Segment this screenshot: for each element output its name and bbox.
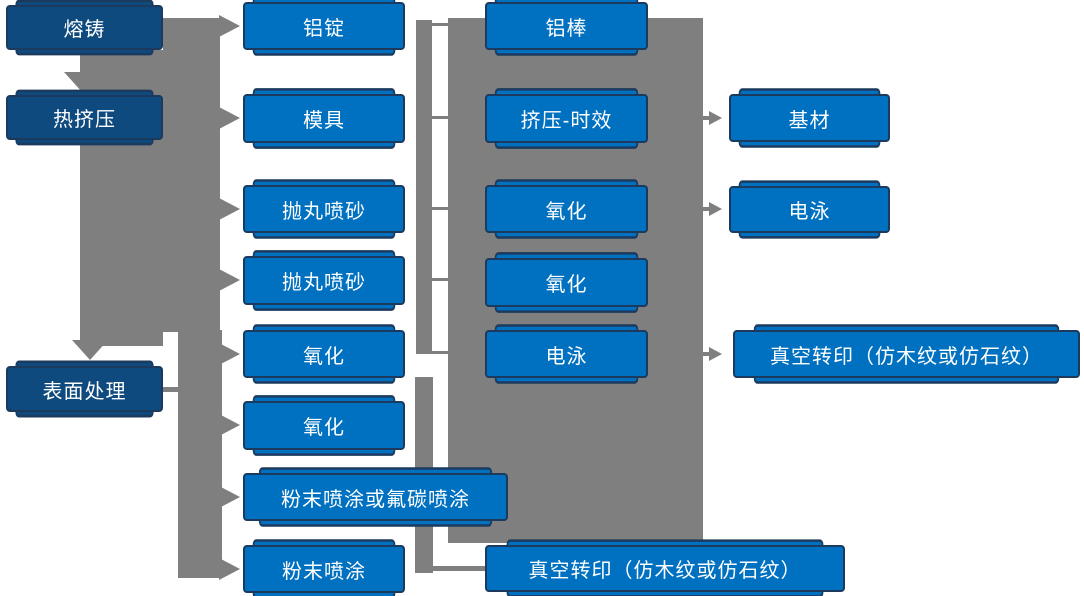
node-powder-coating: 粉末喷涂 <box>243 545 405 593</box>
arrow-right-icon <box>219 558 240 580</box>
node-electrophoresis-2: 电泳 <box>729 186 890 233</box>
arrow-right-icon <box>709 347 722 361</box>
node-melting-casting: 熔铸 <box>6 5 163 50</box>
arrow-right-icon <box>219 414 240 436</box>
node-aluminum-ingot: 铝锭 <box>243 2 405 50</box>
arrow-down-icon <box>64 72 100 92</box>
arrow-right-icon <box>709 202 722 216</box>
node-oxidation-1: 氧化 <box>243 330 405 378</box>
arrow-shaft-electrophoresis <box>703 207 711 211</box>
node-oxidation-3: 氧化 <box>485 185 648 233</box>
node-electrophoresis-1: 电泳 <box>485 330 648 378</box>
tick-row4 <box>430 278 450 281</box>
node-extrusion-aging: 挤压-时效 <box>485 94 648 143</box>
surface-treatment-connector <box>160 387 180 392</box>
left-flow-strip-lower <box>178 330 222 578</box>
node-hot-extrusion: 热挤压 <box>6 95 163 140</box>
node-vacuum-transfer-bottom: 真空转印（仿木纹或仿石纹） <box>485 545 845 592</box>
node-base-material: 基材 <box>729 94 890 142</box>
arrow-shaft-vacuum-transfer <box>703 352 711 356</box>
node-shot-blasting-2: 抛丸喷砂 <box>243 256 405 305</box>
arrow-right-icon <box>709 111 722 125</box>
arrow-right-icon <box>219 107 240 129</box>
tick-row5 <box>430 351 450 354</box>
node-oxidation-4: 氧化 <box>485 258 648 307</box>
arrow-right-icon <box>219 15 240 37</box>
arrow-shaft-base-material <box>703 116 711 120</box>
node-vacuum-transfer-right: 真空转印（仿木纹或仿石纹） <box>733 330 1080 378</box>
tick-bottom-vacuum <box>431 566 488 571</box>
node-surface-treatment: 表面处理 <box>6 366 163 412</box>
tick-row2 <box>430 116 450 119</box>
node-shot-blasting-1: 抛丸喷砂 <box>243 185 405 233</box>
node-aluminum-rod: 铝棒 <box>485 2 648 50</box>
node-powder-or-fluorocarbon-coating: 粉末喷涂或氟碳喷涂 <box>243 473 508 521</box>
tick-row1 <box>430 23 450 26</box>
node-mold: 模具 <box>243 94 405 143</box>
arrow-right-icon <box>219 198 240 220</box>
tick-row3 <box>430 207 450 210</box>
arrow-right-icon <box>219 486 240 508</box>
arrow-down-icon <box>72 340 108 360</box>
arrow-right-icon <box>219 269 240 291</box>
node-oxidation-2: 氧化 <box>243 401 405 450</box>
middle-bus-upper <box>416 20 432 354</box>
left-flow-band-right <box>163 18 220 332</box>
arrow-right-icon <box>219 343 240 365</box>
